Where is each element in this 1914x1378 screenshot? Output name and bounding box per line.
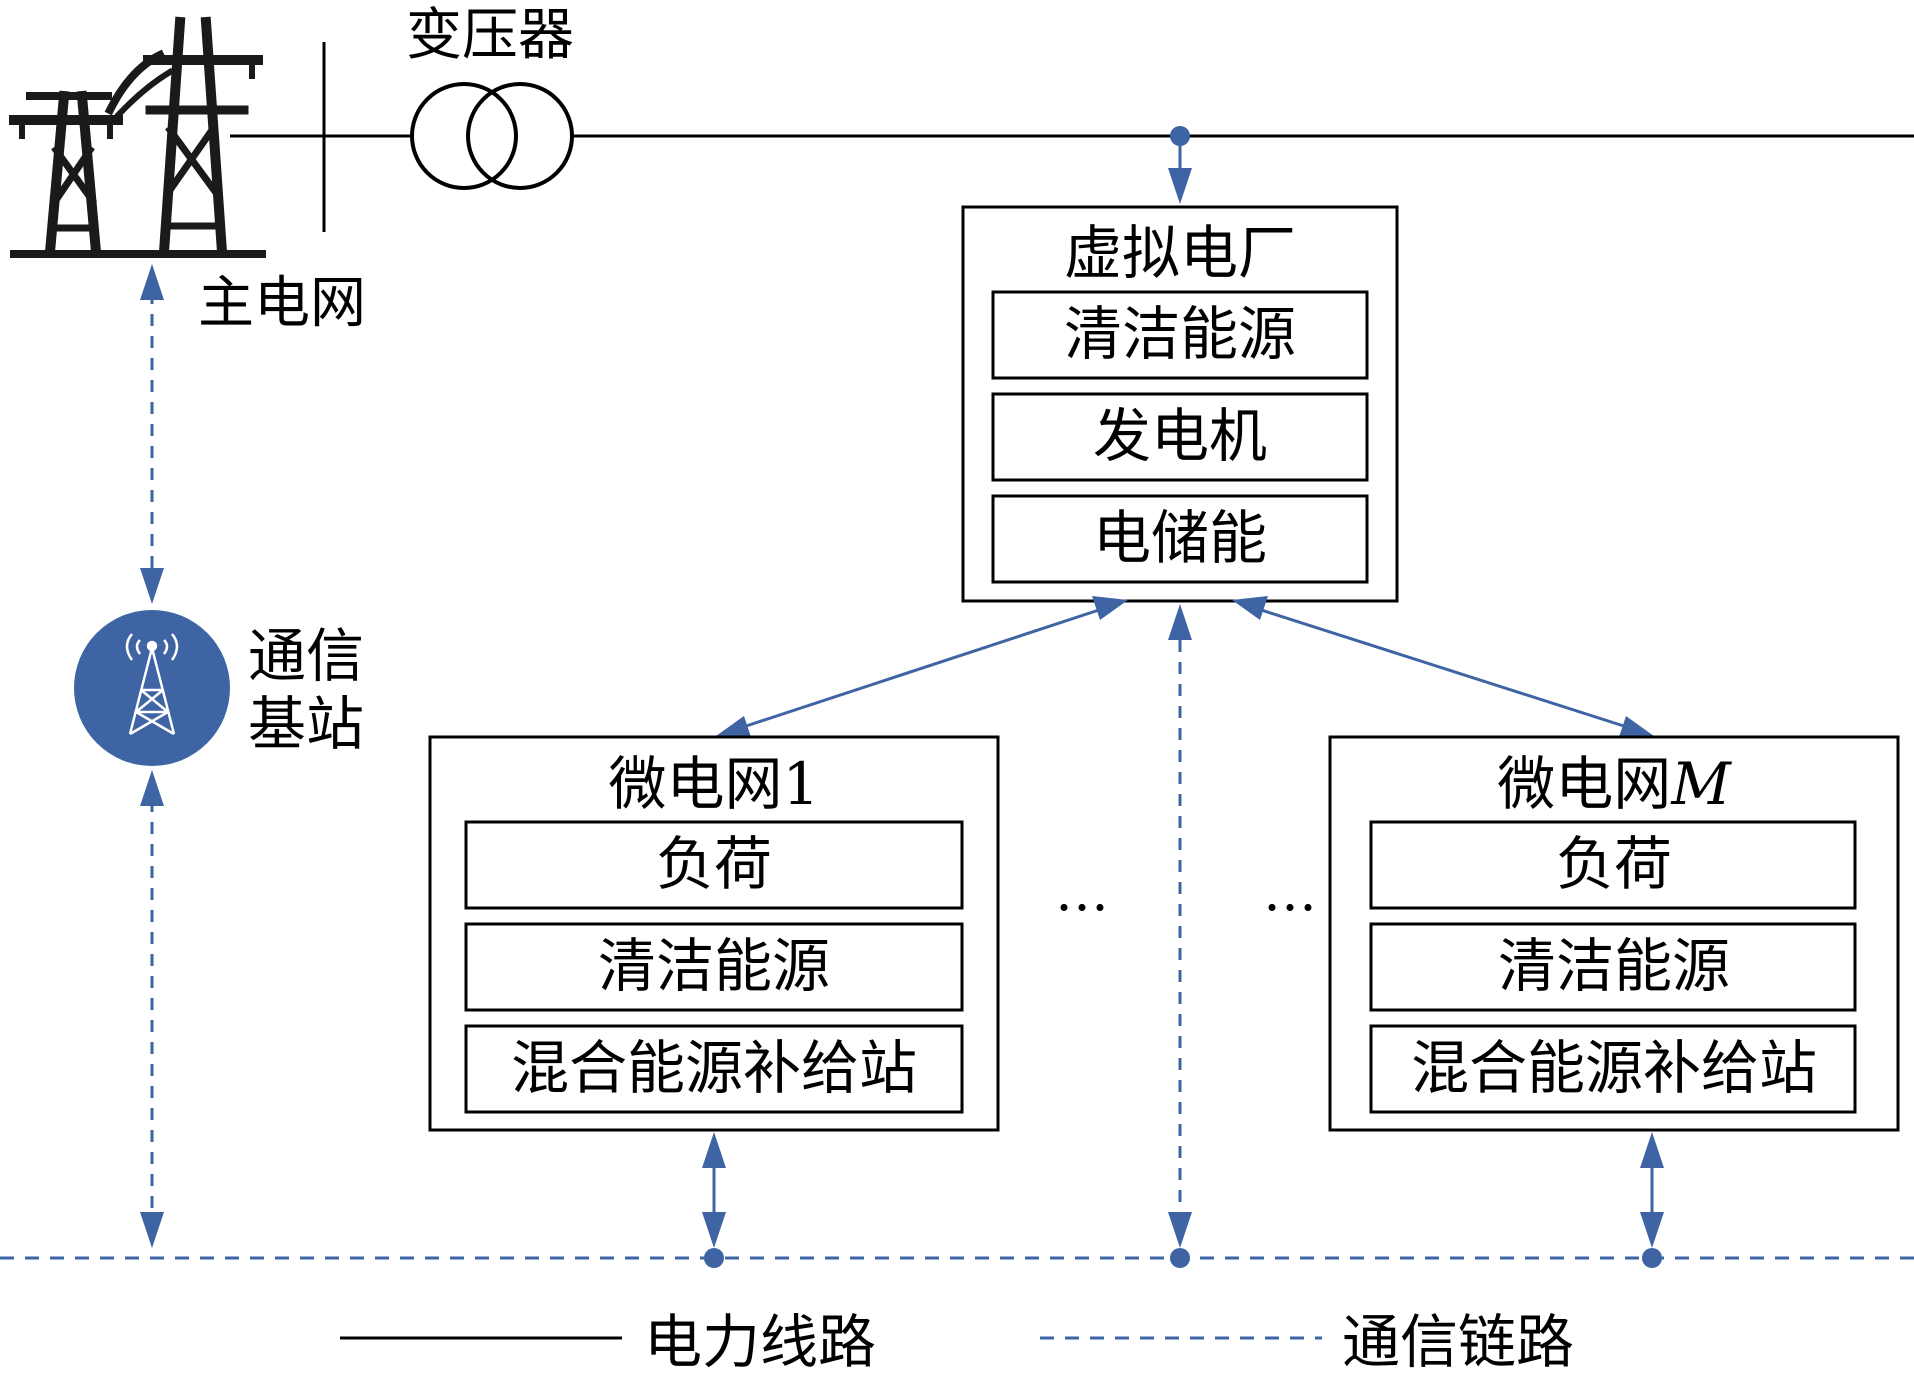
microgrid-1-item-load: 负荷	[656, 830, 772, 898]
grid-to-base-station-link	[140, 264, 164, 604]
vpp-to-microgrid-m-arrow	[1232, 596, 1654, 740]
microgrid-1-item-box-3	[464, 1024, 964, 1114]
vpp-item-storage: 电储能	[1093, 504, 1267, 572]
transformer-icon	[410, 82, 574, 190]
power-bus	[230, 42, 1914, 232]
microgrid-m-item-clean-energy: 清洁能源	[1498, 932, 1730, 1000]
microgrid-m-item-box-1	[1369, 820, 1857, 910]
main-grid-label: 主电网	[198, 271, 366, 336]
bus-tap-dot	[1170, 126, 1190, 146]
vpp-comm-link	[1168, 604, 1192, 1268]
microgrid-1-box	[428, 735, 1000, 1132]
vpp-item-box-3	[991, 494, 1369, 584]
vpp-item-generator: 发电机	[1093, 402, 1267, 470]
microgrid-m-title-prefix: 微电网	[1497, 750, 1671, 818]
legend-power-line-label: 电力线路	[644, 1308, 876, 1376]
microgrid-m-comm-link	[1640, 1132, 1664, 1268]
vpp-to-microgrid-1-arrow	[716, 596, 1128, 740]
microgrid-1-item-clean-energy: 清洁能源	[598, 932, 830, 1000]
microgrid-m-box	[1328, 735, 1900, 1132]
microgrid-m-item-load: 负荷	[1556, 830, 1672, 898]
cell-tower-icon	[125, 633, 179, 736]
base-station-to-bus-link	[140, 770, 164, 1248]
microgrid-1-item-box-1	[464, 820, 964, 910]
microgrid-1-item-hybrid-station: 混合能源补给站	[511, 1034, 917, 1102]
vpp-item-clean-energy: 清洁能源	[1064, 300, 1296, 368]
legend-comm-link-label: 通信链路	[1342, 1308, 1574, 1376]
microgrid-m-title-suffix: M	[1670, 750, 1732, 818]
base-station-label-line2: 基站	[248, 690, 364, 758]
base-station-label-line1: 通信	[248, 622, 364, 690]
vpp-item-box-1	[991, 290, 1369, 380]
microgrid-m-item-box-3	[1369, 1024, 1857, 1114]
bus-to-vpp-arrowhead	[1168, 168, 1192, 204]
ellipsis-right: …	[1263, 860, 1317, 923]
microgrid-1-title: 微电网1	[609, 750, 820, 818]
microgrid-1-item-box-2	[464, 922, 964, 1012]
microgrid-m-title: 微电网M	[1497, 750, 1732, 818]
transmission-tower-icon	[9, 16, 266, 258]
vpp-item-box-2	[991, 392, 1369, 482]
ellipsis-left: …	[1055, 860, 1109, 923]
base-station	[74, 610, 230, 766]
microgrid-m-item-hybrid-station: 混合能源补给站	[1411, 1034, 1817, 1102]
microgrid-1-comm-link	[702, 1132, 726, 1268]
vpp-title: 虚拟电厂	[1064, 219, 1296, 287]
microgrid-m-item-box-2	[1369, 922, 1857, 1012]
transformer-label: 变压器	[406, 3, 574, 68]
legend: 电力线路 通信链路	[340, 1308, 1574, 1376]
vpp-box	[961, 205, 1399, 603]
